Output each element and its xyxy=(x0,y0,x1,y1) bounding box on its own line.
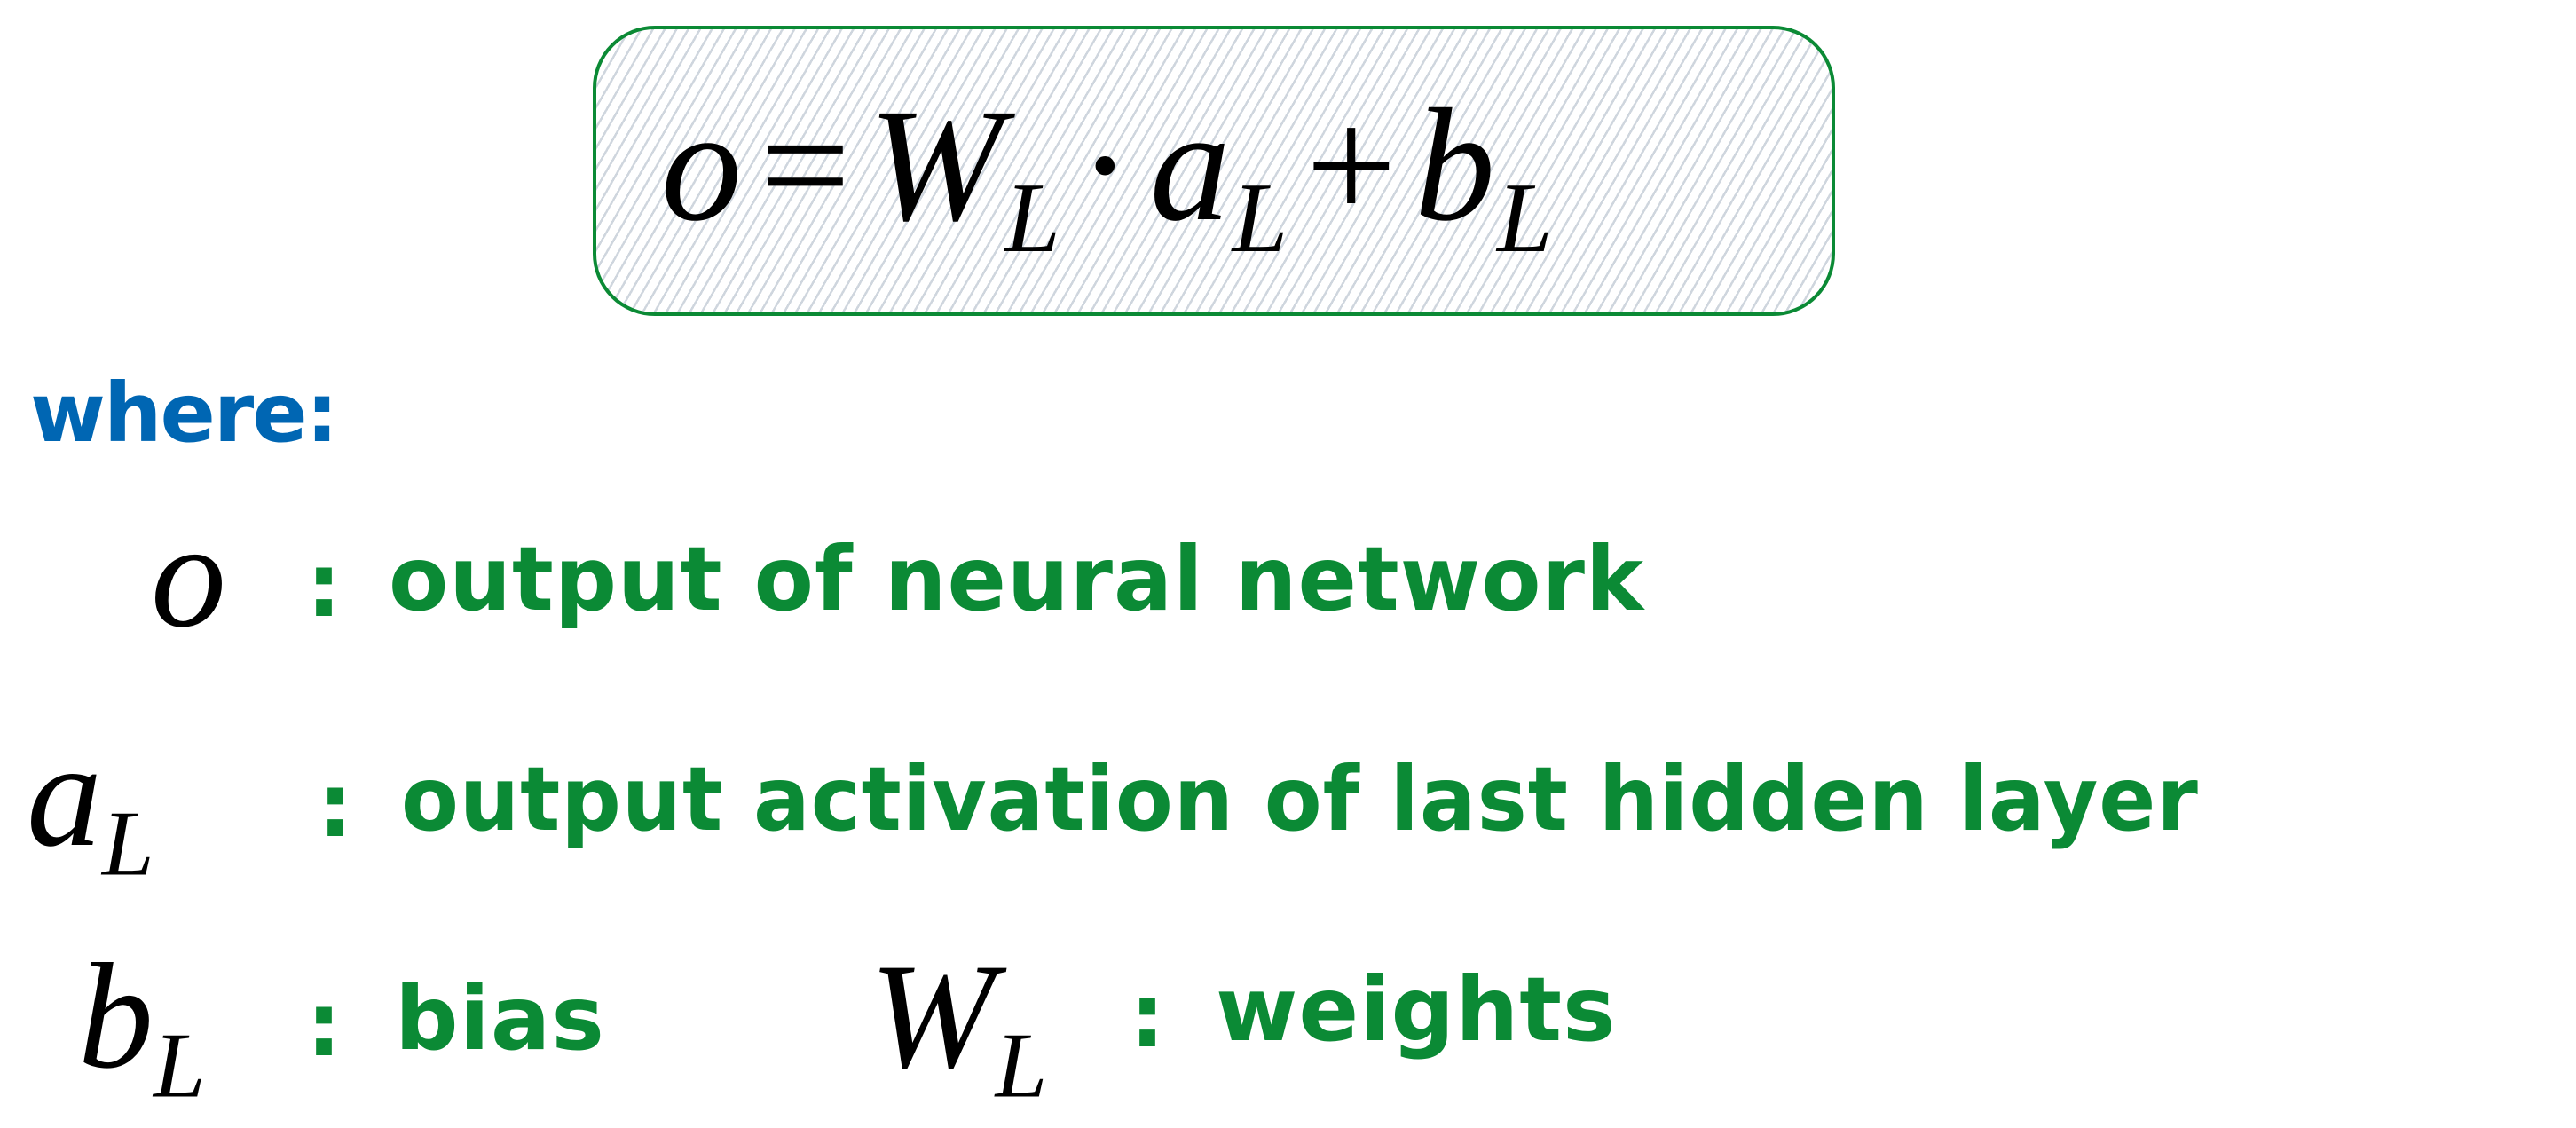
formula-bias-subscript: L xyxy=(1497,162,1555,274)
definition-symbol-weights: WL xyxy=(870,941,1047,1112)
formula-plus: + xyxy=(1305,76,1399,255)
definition-colon: : xyxy=(318,753,353,857)
formula-equals: = xyxy=(760,76,853,255)
formula-bias-symbol: b xyxy=(1414,76,1498,255)
symbol-b: b xyxy=(78,933,154,1100)
output-formula: o=WL·aL+bL xyxy=(661,85,1555,269)
definition-weights-description: weights xyxy=(1216,958,1617,1061)
formula-dot-operator: · xyxy=(1078,76,1134,255)
formula-weight-subscript: L xyxy=(1004,162,1063,274)
symbol-w-subscript: L xyxy=(995,1013,1048,1117)
formula-activation-symbol: a xyxy=(1149,76,1233,255)
formula-box xyxy=(593,26,1835,316)
definition-colon: : xyxy=(306,533,342,637)
formula-activation-subscript: L xyxy=(1232,162,1290,274)
symbol-w: W xyxy=(870,933,996,1100)
definition-symbol-bias: bL xyxy=(78,941,206,1112)
definition-colon: : xyxy=(306,973,342,1077)
definition-output-description: output of neural network xyxy=(389,527,1645,631)
definition-symbol-activation: aL xyxy=(27,719,154,890)
where-label: where: xyxy=(30,366,338,461)
symbol-o: o xyxy=(151,492,226,659)
formula-output-symbol: o xyxy=(661,76,744,255)
symbol-a: a xyxy=(27,711,102,878)
definition-activation-description: output activation of last hidden layer xyxy=(401,747,2199,851)
definition-bias-description: bias xyxy=(395,966,605,1070)
definition-symbol-output: o xyxy=(151,500,226,651)
symbol-a-subscript: L xyxy=(102,791,154,895)
definition-colon: : xyxy=(1130,964,1165,1068)
formula-weight-symbol: W xyxy=(868,76,1005,255)
symbol-b-subscript: L xyxy=(154,1013,206,1117)
